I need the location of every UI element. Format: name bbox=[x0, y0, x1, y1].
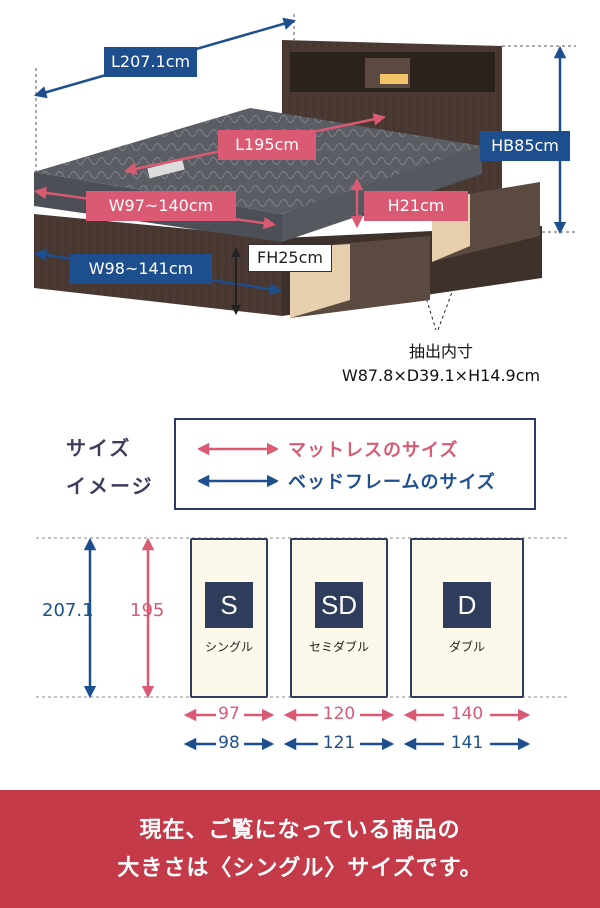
drawer-caption: 抽出内寸 W87.8×D39.1×H14.9cm bbox=[316, 340, 566, 388]
size-badge: S bbox=[205, 582, 253, 628]
drawer-caption-title: 抽出内寸 bbox=[408, 342, 473, 361]
headboard-height-label: HB85cm bbox=[480, 131, 570, 161]
frame-width-value: 141 bbox=[450, 733, 484, 753]
legend-frame: ベッドフレームのサイズ bbox=[198, 466, 496, 496]
legend-title-2: イメージ bbox=[66, 474, 154, 498]
size-card-double: D ダブル bbox=[410, 538, 524, 698]
mattress-height-label: H21cm bbox=[364, 191, 468, 221]
drawer-caption-dims: W87.8×D39.1×H14.9cm bbox=[341, 366, 541, 385]
size-name: セミダブル bbox=[308, 640, 369, 654]
size-card-semidouble: SD セミダブル bbox=[290, 538, 388, 698]
size-comparison: 207.1 195 S シングル 97 98 SD セミダブル 120 121 … bbox=[0, 520, 600, 770]
legend-title-1: サイズ bbox=[66, 436, 132, 460]
size-card-single: S シングル bbox=[190, 538, 268, 698]
blue-arrow-icon bbox=[198, 474, 278, 488]
bed-illustration: L207.1cm L195cm W97~140cm W98~141cm H21c… bbox=[0, 0, 600, 400]
size-name: シングル bbox=[204, 640, 253, 654]
size-name: ダブル bbox=[448, 640, 485, 654]
frame-width-value: 98 bbox=[218, 733, 240, 753]
mattress-width-value: 97 bbox=[218, 704, 240, 724]
bed-drawing bbox=[33, 14, 576, 331]
floor-height-label: FH25cm bbox=[248, 244, 332, 272]
mattress-width-value: 140 bbox=[450, 704, 484, 724]
current-size-banner: 現在、ご覧になっている商品の 大きさは〈シングル〉サイズです。 bbox=[0, 790, 600, 908]
banner-line-2: 大きさは〈シングル〉サイズです。 bbox=[117, 856, 483, 881]
frame-width-value: 121 bbox=[322, 733, 356, 753]
legend-frame-text: ベッドフレームのサイズ bbox=[288, 472, 496, 493]
banner-line-1: 現在、ご覧になっている商品の bbox=[139, 818, 461, 843]
mattress-width-value: 120 bbox=[322, 704, 356, 724]
mattress-length-label: L195cm bbox=[218, 130, 316, 160]
legend-mattress: マットレスのサイズ bbox=[198, 434, 458, 464]
legend-box: マットレスのサイズ ベッドフレームのサイズ bbox=[174, 418, 536, 510]
size-badge: D bbox=[443, 582, 491, 628]
size-badge: SD bbox=[315, 582, 363, 628]
frame-width-label: W98~141cm bbox=[70, 254, 212, 284]
mattress-length-value: 195 bbox=[130, 600, 165, 621]
frame-length-value: 207.1 bbox=[42, 600, 94, 621]
pink-arrow-icon bbox=[198, 442, 278, 456]
length-total-label: L207.1cm bbox=[104, 47, 198, 77]
mattress-width-label: W97~140cm bbox=[86, 191, 236, 221]
legend-mattress-text: マットレスのサイズ bbox=[288, 440, 459, 461]
